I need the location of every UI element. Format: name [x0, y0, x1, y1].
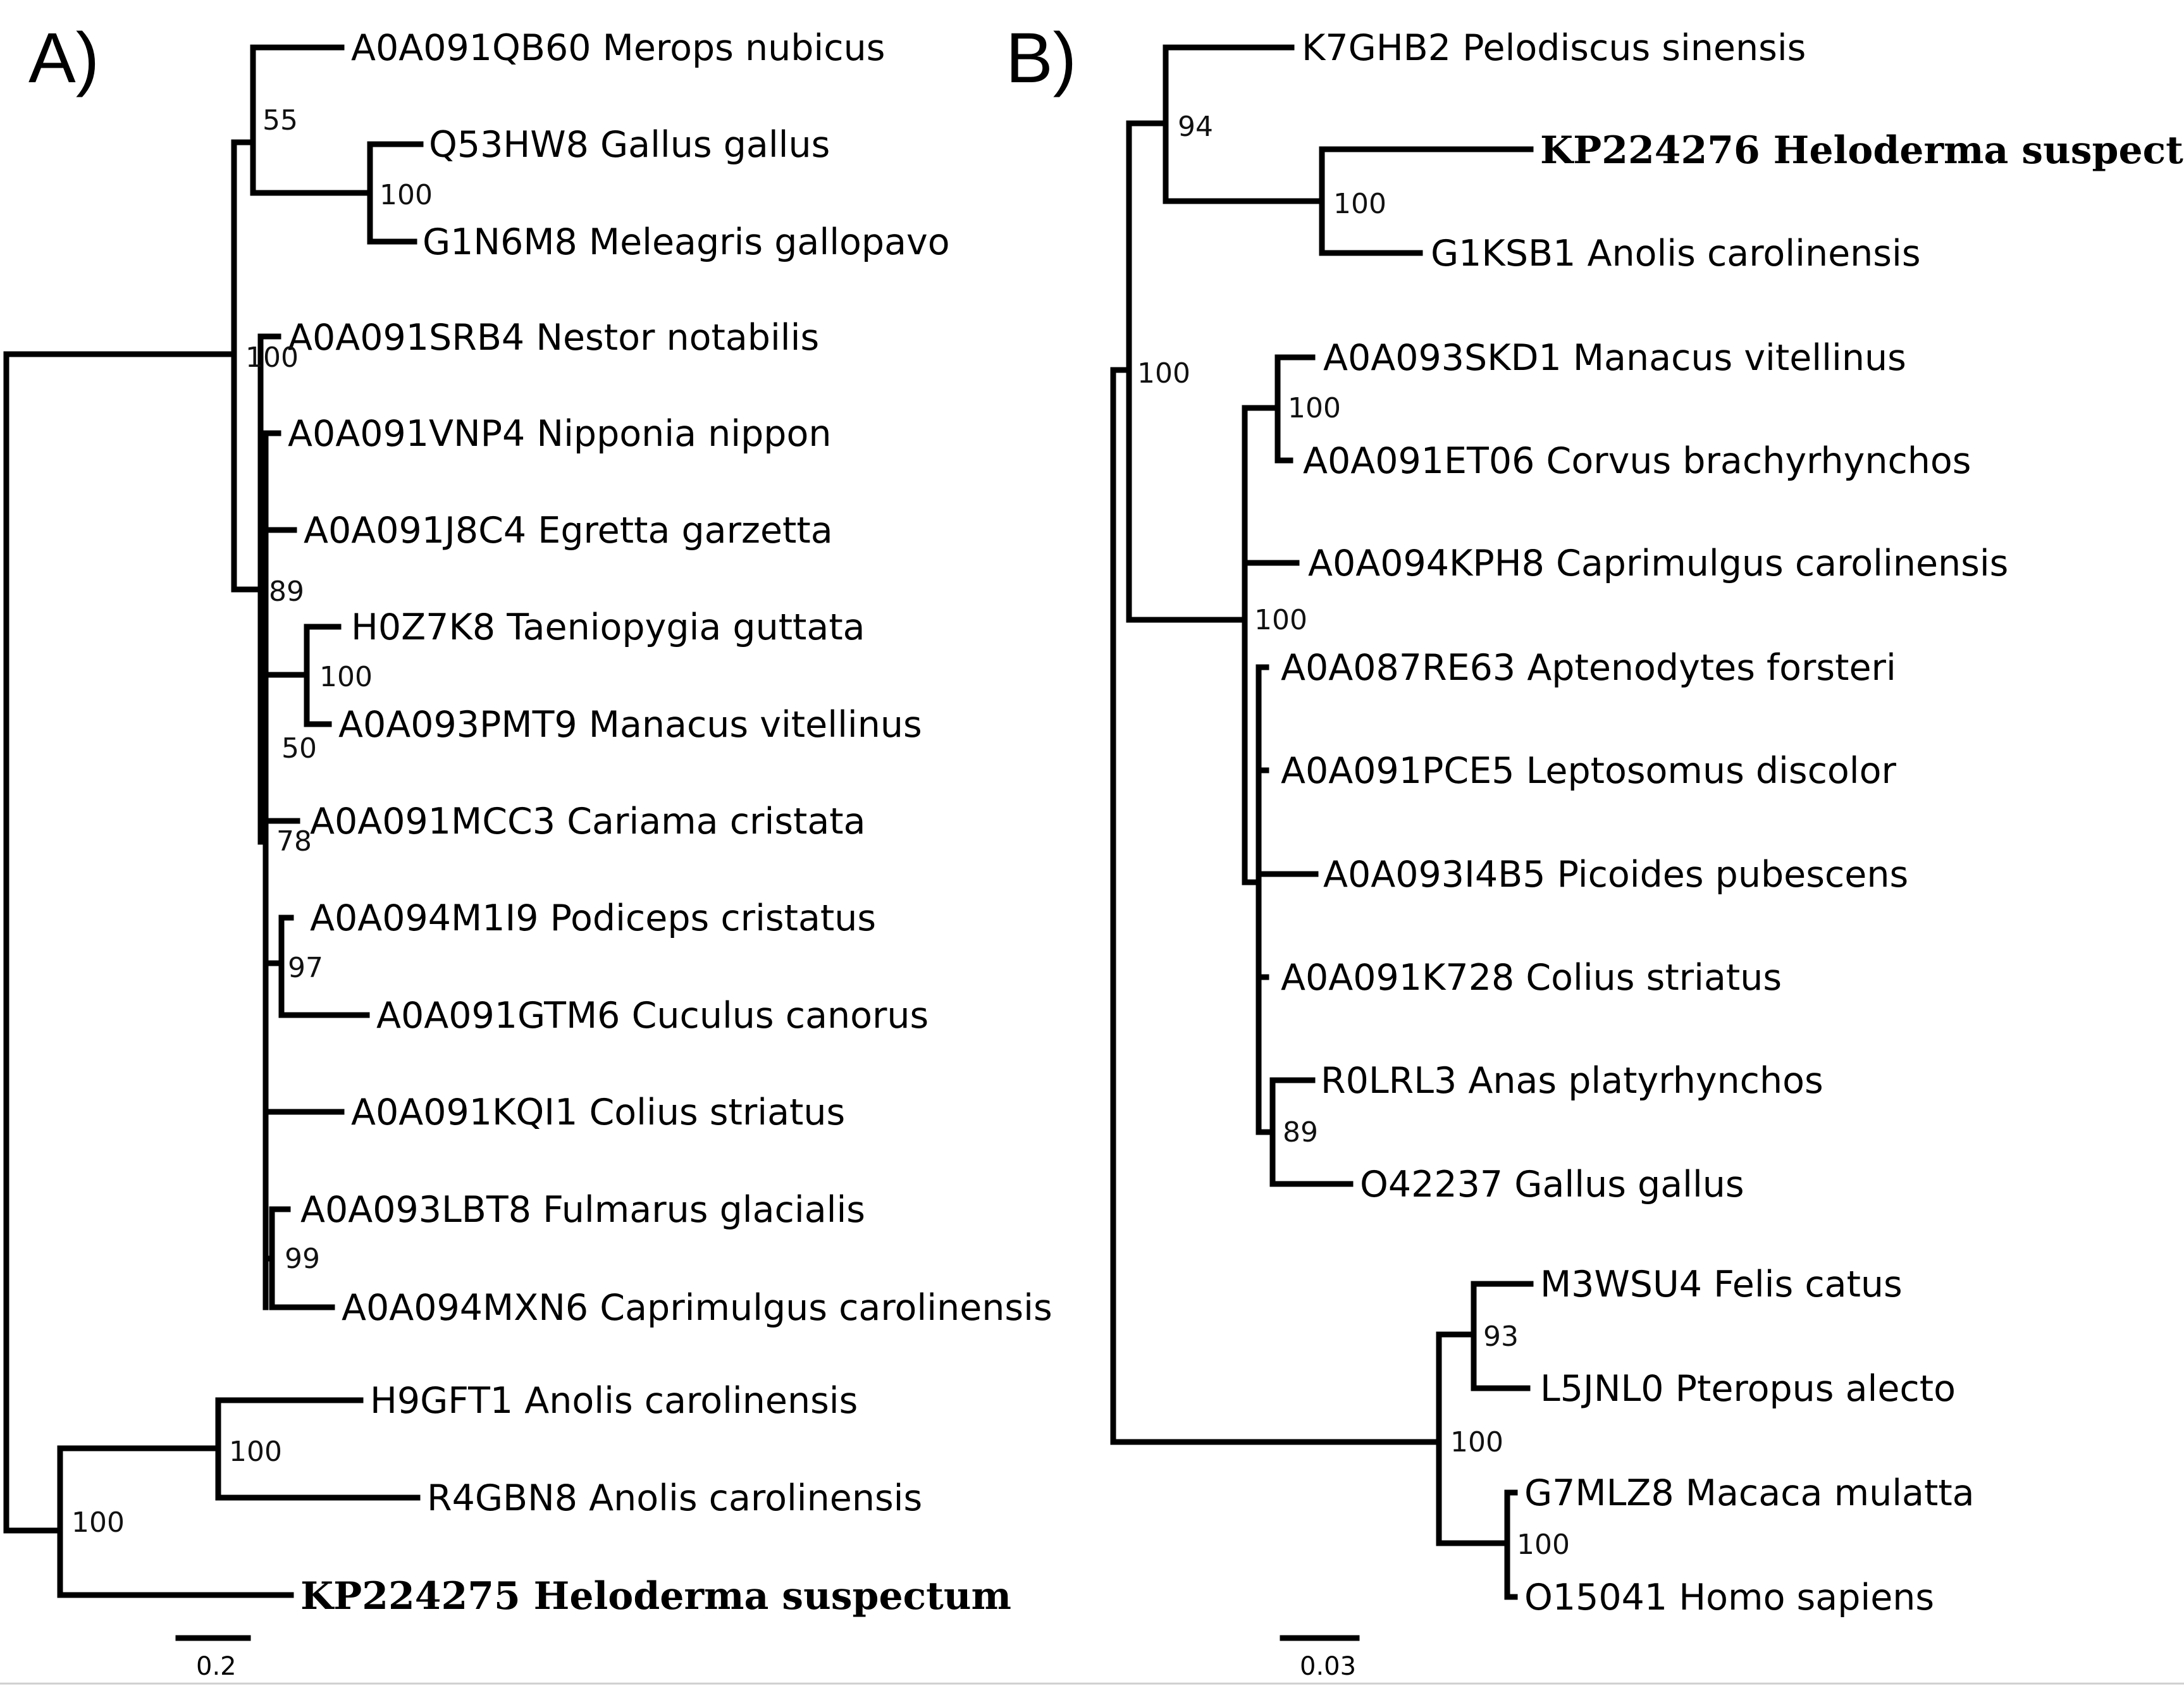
- leaf-label: A0A093LBT8 Fulmarus glacialis: [300, 1189, 865, 1231]
- leaf-label: A0A094KPH8 Caprimulgus carolinensis: [1308, 543, 2008, 584]
- scale-bar-label: 0.03: [1300, 1652, 1356, 1681]
- leaf-label: A0A094MXN6 Caprimulgus carolinensis: [342, 1287, 1052, 1329]
- bootstrap-value: 97: [288, 952, 323, 984]
- leaf-label: H0Z7K8 Taeniopygia guttata: [351, 607, 865, 648]
- bootstrap-value: 100: [1517, 1529, 1570, 1561]
- bootstrap-value: 100: [1288, 392, 1341, 424]
- bootstrap-value: 94: [1178, 111, 1213, 143]
- leaf-label: G1KSB1 Anolis carolinensis: [1431, 233, 1921, 274]
- leaf-label: K7GHB2 Pelodiscus sinensis: [1302, 27, 1806, 69]
- panel-b-label: B): [1006, 18, 1077, 97]
- leaf-label: A0A091KQI1 Colius striatus: [351, 1092, 845, 1133]
- bootstrap-value: 89: [269, 576, 304, 608]
- leaf-label: A0A091MCC3 Cariama cristata: [310, 801, 866, 842]
- leaf-label: R4GBN8 Anolis carolinensis: [427, 1477, 922, 1519]
- leaf-label: G7MLZ8 Macaca mulatta: [1524, 1472, 1975, 1514]
- bootstrap-value: 100: [1137, 357, 1190, 390]
- bootstrap-value: 100: [229, 1436, 282, 1468]
- bootstrap-value: 55: [262, 104, 298, 137]
- leaf-label: A0A091SRB4 Nestor notabilis: [288, 317, 819, 359]
- leaf-label-highlight: KP224275 Heloderma suspectum: [300, 1574, 1011, 1618]
- bootstrap-value: 89: [1283, 1116, 1318, 1149]
- leaf-label: A0A091QB60 Merops nubicus: [351, 27, 885, 69]
- leaf-label: G1N6M8 Meleagris gallopavo: [423, 221, 950, 263]
- leaf-label: A0A091J8C4 Egretta garzetta: [304, 510, 833, 551]
- leaf-label: A0A093PMT9 Manacus vitellinus: [338, 704, 922, 746]
- bootstrap-value: 78: [276, 825, 312, 858]
- panel-b-tree: B): [1006, 18, 2184, 1681]
- leaf-label: A0A091K728 Colius striatus: [1281, 957, 1782, 999]
- bootstrap-value: 100: [379, 179, 433, 211]
- bootstrap-value: 99: [285, 1243, 320, 1275]
- bootstrap-value: 50: [281, 732, 317, 765]
- leaf-label: A0A091VNP4 Nipponia nippon: [288, 413, 831, 455]
- bootstrap-value: 93: [1483, 1321, 1519, 1353]
- bootstrap-value: 100: [245, 342, 299, 374]
- leaf-label: A0A091PCE5 Leptosomus discolor: [1281, 750, 1897, 792]
- bootstrap-value: 100: [1450, 1426, 1503, 1458]
- leaf-label: A0A093SKD1 Manacus vitellinus: [1323, 337, 1906, 379]
- leaf-label: A0A091ET06 Corvus brachyrhynchos: [1303, 440, 1971, 482]
- leaf-label-highlight: KP224276 Heloderma suspectum: [1540, 128, 2184, 173]
- leaf-label: H9GFT1 Anolis carolinensis: [370, 1380, 858, 1422]
- leaf-label: O15041 Homo sapiens: [1524, 1577, 1934, 1618]
- leaf-label: A0A094M1I9 Podiceps cristatus: [310, 897, 876, 939]
- panel-a-label: A): [28, 18, 99, 97]
- leaf-label: A0A087RE63 Aptenodytes forsteri: [1281, 647, 1896, 689]
- bootstrap-value: 100: [1254, 604, 1307, 636]
- leaf-label: A0A091GTM6 Cuculus canorus: [376, 995, 929, 1037]
- bootstrap-value: 100: [319, 661, 373, 693]
- leaf-label: L5JNL0 Pteropus alecto: [1540, 1368, 1956, 1410]
- bootstrap-value: 100: [1333, 188, 1386, 220]
- bootstrap-value: 100: [71, 1506, 125, 1539]
- leaf-label: R0LRL3 Anas platyrhynchos: [1321, 1060, 1823, 1102]
- panel-a-tree: A): [3, 18, 1052, 1681]
- scale-bar-label: 0.2: [196, 1652, 237, 1681]
- leaf-label: O42237 Gallus gallus: [1360, 1164, 1744, 1205]
- leaf-label: M3WSU4 Felis catus: [1540, 1264, 1903, 1305]
- leaf-label: A0A093I4B5 Picoides pubescens: [1323, 854, 1908, 896]
- leaf-label: Q53HW8 Gallus gallus: [429, 124, 830, 166]
